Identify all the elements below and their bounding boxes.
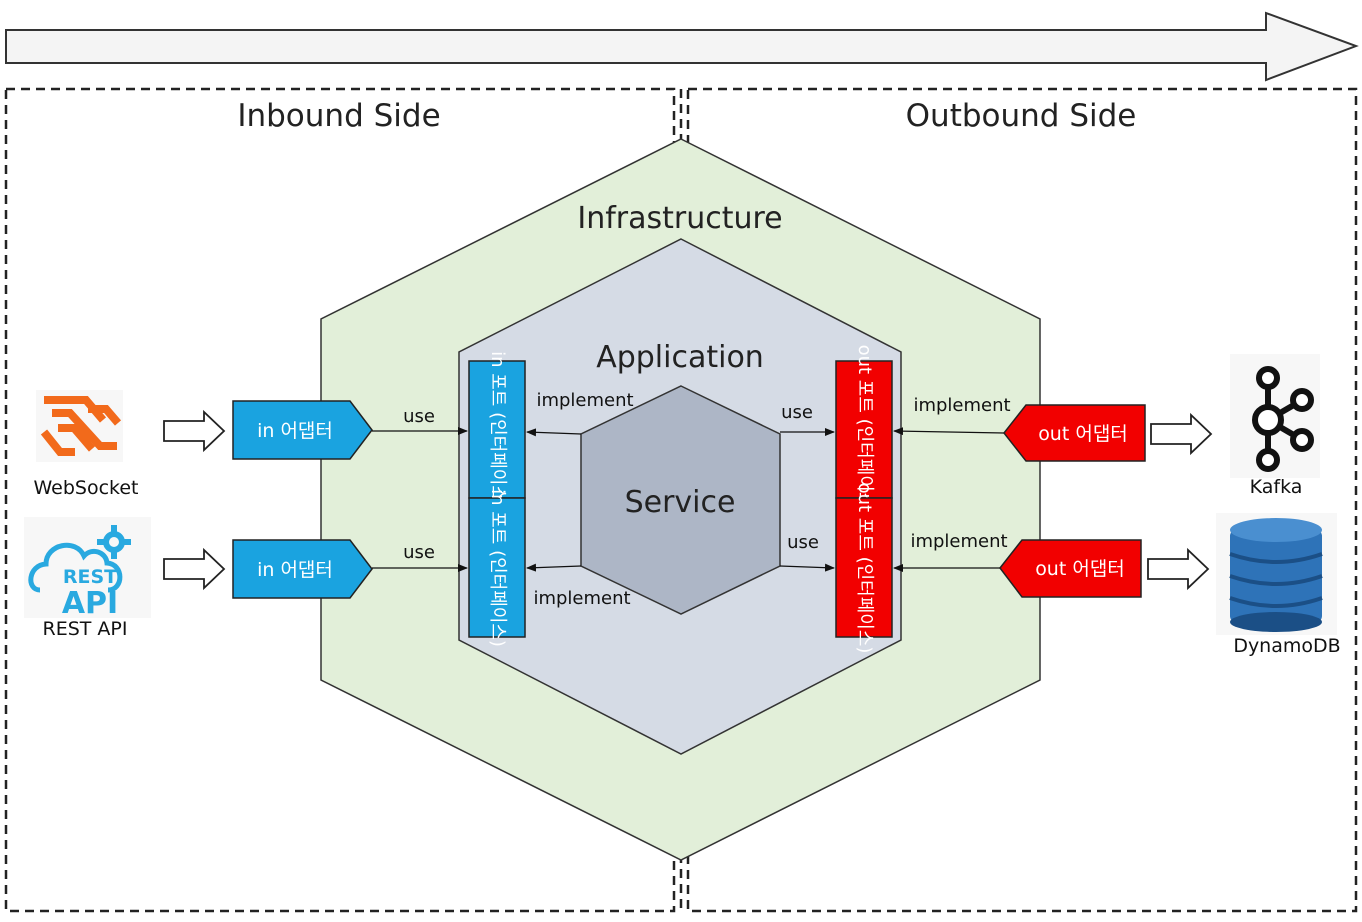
websocket-icon	[36, 390, 123, 462]
out-port-2: out 포트 (인터페이스)	[835, 483, 893, 654]
flow-arrow-kafka	[1150, 412, 1213, 456]
rest-logo-text: REST	[63, 566, 117, 588]
edge-label-use-in-1: use	[403, 406, 435, 427]
edge-label-implement-out-2: implement	[910, 531, 1007, 552]
out-adapter-2: out 어댑터	[999, 539, 1142, 598]
flow-arrow-websocket	[163, 409, 226, 453]
websocket-label: WebSocket	[33, 477, 138, 499]
flow-arrow-rest	[163, 547, 226, 591]
dynamodb-label: DynamoDB	[1233, 635, 1340, 657]
edge-service-use-2	[779, 563, 835, 572]
edge-out-adapter-1-implement	[893, 427, 1005, 436]
service-title: Service	[625, 485, 736, 520]
flow-direction-arrow	[5, 11, 1359, 82]
flow-arrow-dynamodb	[1147, 547, 1210, 591]
api-logo-text: API	[62, 586, 118, 621]
in-port-2-label: in 포트 (인터페이스)	[487, 489, 508, 647]
infrastructure-title: Infrastructure	[577, 201, 782, 236]
in-adapter-1: in 어댑터	[232, 400, 373, 460]
out-port-1: out 포트 (인터페이스)	[835, 345, 893, 516]
in-adapter-2-label: in 어댑터	[257, 559, 333, 581]
out-port-1-label: out 포트 (인터페이스)	[854, 345, 875, 516]
edge-label-implement-in-1: implement	[536, 390, 633, 411]
edge-label-implement-out-1: implement	[913, 395, 1010, 416]
edge-service-implement-2	[526, 563, 582, 572]
edge-label-use-in-2: use	[403, 542, 435, 563]
in-port-1-label: in 포트 (인터페이스)	[487, 351, 508, 509]
inbound-side-region	[4, 87, 676, 913]
dynamodb-icon	[1216, 513, 1337, 635]
out-adapter-2-label: out 어댑터	[1035, 558, 1125, 580]
rest-api-icon: REST API	[24, 517, 151, 621]
rest-api-label: REST API	[43, 618, 128, 640]
in-adapter-2: in 어댑터	[232, 539, 373, 599]
application-title: Application	[596, 340, 764, 375]
kafka-icon	[1230, 354, 1320, 478]
edge-label-use-out-1: use	[781, 402, 813, 423]
edge-service-implement-1	[526, 428, 582, 437]
out-adapter-1: out 어댑터	[1003, 404, 1146, 462]
in-port-1: in 포트 (인터페이스)	[468, 351, 526, 509]
out-adapter-1-label: out 어댑터	[1038, 423, 1128, 445]
connectors	[372, 427, 1005, 572]
out-port-2-label: out 포트 (인터페이스)	[854, 483, 875, 654]
outbound-side-title: Outbound Side	[906, 98, 1137, 134]
in-adapter-1-label: in 어댑터	[257, 420, 333, 442]
edge-label-implement-in-2: implement	[533, 588, 630, 609]
inbound-side-title: Inbound Side	[237, 98, 440, 134]
kafka-label: Kafka	[1250, 476, 1303, 498]
edge-label-use-out-2: use	[787, 532, 819, 553]
in-port-2: in 포트 (인터페이스)	[468, 489, 526, 647]
